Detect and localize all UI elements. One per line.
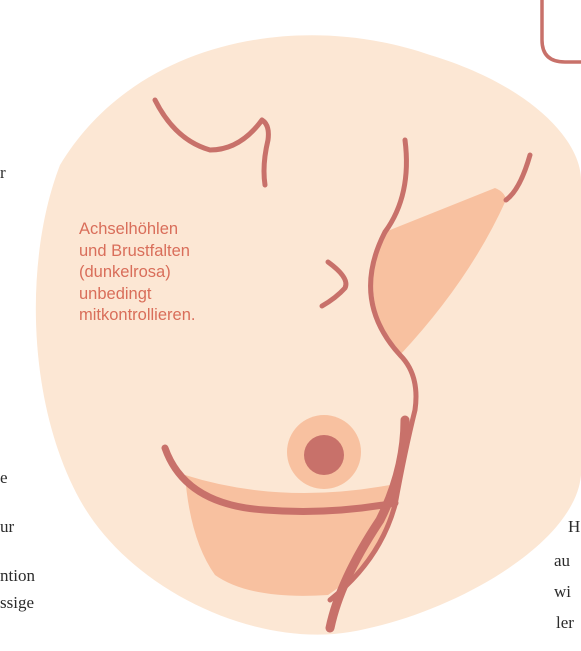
right-text-fragment: wi bbox=[554, 582, 571, 602]
left-text-fragment: r bbox=[0, 163, 6, 183]
top-right-panel bbox=[542, 0, 581, 62]
left-text-fragment: ur bbox=[0, 517, 14, 537]
left-text-fragment: e bbox=[0, 468, 8, 488]
nipple bbox=[304, 435, 344, 475]
left-text-fragment: ntion bbox=[0, 566, 35, 586]
callout-line: unbedingt bbox=[79, 284, 249, 306]
callout-line: Achselhöhlen bbox=[79, 219, 249, 241]
armpit-callout-text: Achselhöhlen und Brustfalten (dunkelrosa… bbox=[79, 219, 249, 327]
right-text-fragment: H bbox=[568, 517, 580, 537]
callout-line: mitkontrollieren. bbox=[79, 305, 249, 327]
right-text-fragment: ler bbox=[556, 613, 574, 633]
callout-line: (dunkelrosa) bbox=[79, 262, 249, 284]
left-text-fragment: ssige bbox=[0, 593, 34, 613]
callout-line: und Brustfalten bbox=[79, 241, 249, 263]
right-text-fragment: au bbox=[554, 551, 570, 571]
